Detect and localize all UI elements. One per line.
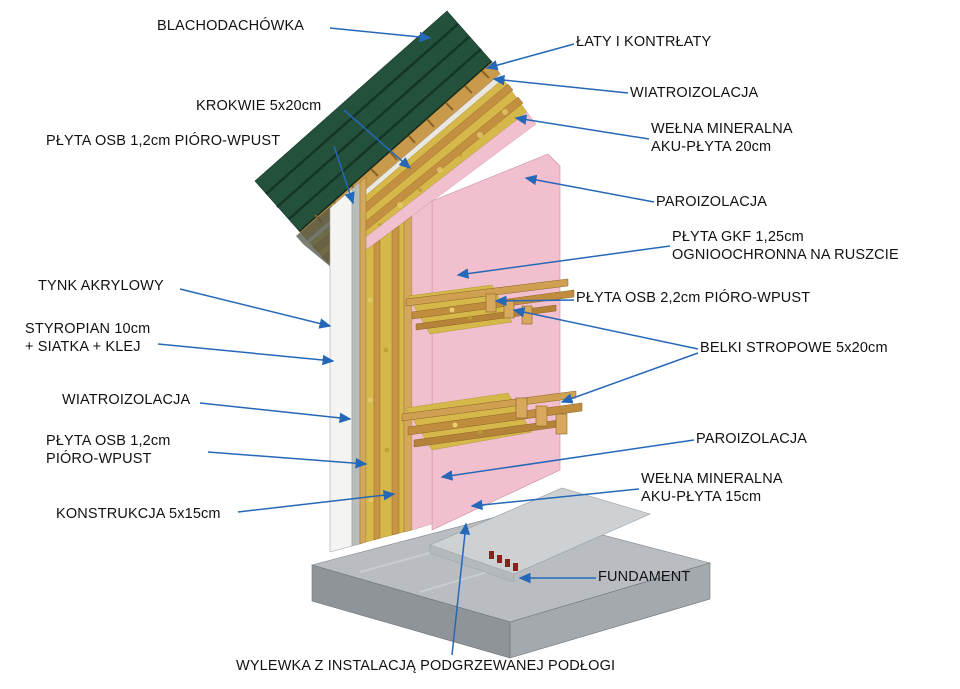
wall-stud	[373, 239, 381, 541]
leader-arrow-plyta-osb-sciana	[207, 451, 368, 469]
joist-end	[515, 397, 528, 419]
leader-arrow-konstrukcja	[237, 489, 396, 513]
wall-vapour-edge	[411, 200, 433, 531]
joist-board	[405, 278, 569, 307]
leader-arrow-paroizolacja-sciana	[440, 439, 695, 481]
joist-end	[555, 413, 568, 435]
heating-pipe	[497, 555, 502, 563]
heating-pipe	[505, 559, 510, 567]
floor-joists-lower	[401, 390, 583, 451]
leader-arrow-plyta-osb-dach	[333, 145, 355, 205]
leader-arrow-paroizolacja-dach	[524, 174, 655, 203]
leader-arrow-blachodachowka	[329, 27, 432, 43]
leader-arrow-belki-stropowe	[512, 307, 699, 350]
leader-arrow-wiatroizolacja-sciana	[199, 402, 352, 424]
foundation	[310, 487, 712, 659]
eave-shadow	[296, 205, 332, 268]
leader-arrow-tynk-akrylowy	[179, 288, 332, 329]
joist-insulation-texture	[452, 422, 458, 428]
leader-arrow-krokwie	[343, 109, 412, 169]
joist-insulation-texture	[467, 315, 473, 321]
leader-arrow-laty-i-kontrlaty	[485, 43, 575, 71]
leader-arrow-plyta-osb-strop	[494, 295, 575, 307]
floor-joists-upper	[405, 278, 575, 335]
heating-pipe	[489, 551, 494, 559]
roof-tile-ridges	[265, 23, 482, 220]
leader-arrow-welna-20	[514, 114, 650, 140]
heating-pipe	[513, 563, 518, 571]
foundation-right-face	[509, 562, 711, 659]
leader-arrow-wylewka	[451, 522, 471, 656]
leader-arrow-wiatroizolacja-dach	[492, 74, 629, 94]
leader-arrow-welna-15	[470, 488, 640, 511]
leader-arrow-belki-stropowe	[560, 352, 699, 404]
leader-arrow-plyta-gkf	[456, 245, 671, 279]
joist-insulation-texture	[449, 307, 455, 313]
wall-stud	[391, 225, 400, 536]
wall-insulation-texture	[367, 297, 390, 503]
floor-screed-edge	[429, 544, 515, 583]
joist-end	[535, 405, 548, 427]
leader-arrow-styropian	[157, 343, 335, 366]
joist-insulation-texture	[477, 429, 483, 435]
